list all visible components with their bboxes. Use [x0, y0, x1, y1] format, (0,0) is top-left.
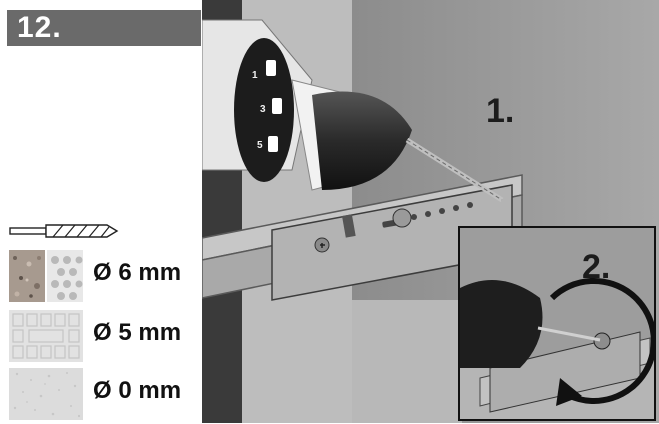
material-row-hollow-block: Ø 5 mm — [9, 310, 199, 366]
left-panel: 12. Ø 6 mm — [0, 0, 202, 423]
diameter-label-0mm: Ø 0 mm — [93, 377, 182, 404]
material-row-concrete: Ø 6 mm — [9, 250, 199, 306]
concrete-brick-swatch — [9, 250, 83, 302]
svg-text:5: 5 — [257, 140, 263, 151]
inset-detail — [458, 226, 656, 421]
step-number: 12. — [17, 11, 62, 44]
material-row-plasterboard: Ø 0 mm — [9, 368, 199, 424]
callout-step-1: 1. — [486, 92, 515, 130]
diameter-label-5mm: Ø 5 mm — [93, 319, 182, 346]
step-badge: 12. — [7, 10, 201, 46]
svg-text:1: 1 — [252, 70, 258, 81]
callout-step-2: 2. — [582, 248, 611, 286]
inset-photo — [460, 228, 654, 419]
plasterboard-swatch — [9, 368, 83, 420]
diameter-label-6mm: Ø 6 mm — [93, 259, 182, 286]
svg-text:3: 3 — [260, 104, 266, 115]
drill-bit-icon — [9, 224, 119, 238]
hollow-block-swatch — [9, 310, 83, 362]
